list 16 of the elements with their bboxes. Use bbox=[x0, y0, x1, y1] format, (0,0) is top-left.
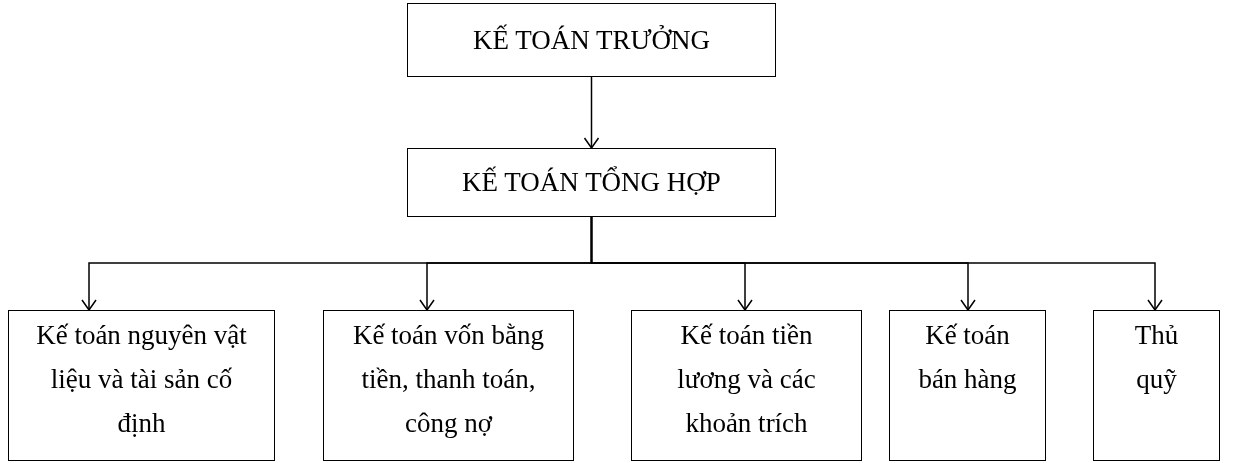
role-title: Kế toán vốn bằng tiền, thanh toán, công nợ bbox=[351, 319, 546, 440]
connector-arrow bbox=[590, 216, 1163, 311]
department-box bbox=[1093, 310, 1220, 461]
role-title: KẾ TOÁN TRƯỞNG bbox=[473, 24, 710, 56]
role-title: Kế toán nguyên vật liệu và tài sản cố định bbox=[35, 319, 248, 440]
role-title: KẾ TOÁN TỔNG HỢP bbox=[462, 167, 721, 198]
role-box bbox=[407, 148, 776, 217]
department-box bbox=[631, 310, 862, 461]
department-box bbox=[8, 310, 275, 461]
department-box bbox=[323, 310, 574, 461]
connector-arrow bbox=[583, 76, 600, 149]
role-title: Kế toán bán hàng bbox=[917, 319, 1018, 396]
role-title: Kế toán tiền lương và các khoản trích bbox=[676, 319, 817, 440]
role-box bbox=[407, 3, 776, 77]
department-box bbox=[889, 310, 1046, 461]
role-title: Thủ quỹ bbox=[1133, 319, 1180, 396]
